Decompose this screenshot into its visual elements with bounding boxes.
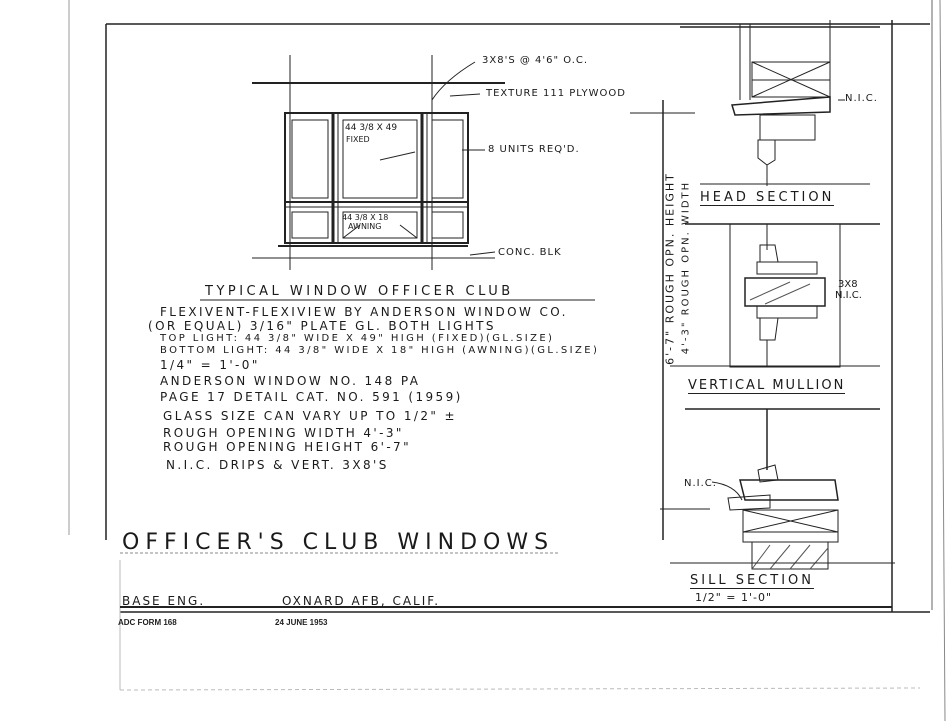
vertical-mullion-title: VERTICAL MULLION bbox=[688, 378, 846, 394]
office-label: BASE ENG. bbox=[122, 594, 206, 608]
notes-block: FLEXIVENT-FLEXIVIEW BY ANDERSON WINDOW C… bbox=[148, 305, 599, 476]
note-line: ROUGH OPENING WIDTH 4'-3" bbox=[163, 426, 404, 440]
note-line: 1/4" = 1'-0" bbox=[160, 358, 260, 372]
siding-callout: TEXTURE 111 PLYWOOD bbox=[486, 88, 626, 99]
note-line: N.I.C. DRIPS & VERT. 3X8'S bbox=[166, 458, 389, 472]
note-line: ROUGH OPENING HEIGHT 6'-7" bbox=[163, 440, 412, 454]
form-number: ADC FORM 168 bbox=[118, 618, 177, 627]
bottom-light-size: 44 3/8 X 18 bbox=[342, 213, 389, 222]
sheet-title: OFFICER'S CLUB WINDOWS bbox=[122, 530, 555, 555]
units-callout: 8 UNITS REQ'D. bbox=[488, 144, 580, 155]
head-nic-callout: N.I.C. bbox=[845, 93, 878, 104]
note-line: GLASS SIZE CAN VARY UP TO 1/2" ± bbox=[163, 409, 457, 423]
framing-callout: 3X8'S @ 4'6" O.C. bbox=[482, 55, 589, 66]
sheet-date: 24 JUNE 1953 bbox=[275, 618, 328, 627]
sill-scale: 1/2" = 1'-0" bbox=[695, 591, 773, 604]
location-label: OXNARD AFB, CALIF. bbox=[282, 594, 441, 608]
head-section-title: HEAD SECTION bbox=[700, 190, 835, 206]
bottom-light-type: AWNING bbox=[348, 222, 382, 231]
base-callout: CONC. BLK bbox=[498, 247, 562, 258]
top-light-type: FIXED bbox=[346, 135, 370, 144]
note-line: PAGE 17 DETAIL CAT. NO. 591 (1959) bbox=[160, 390, 463, 404]
mullion-size-callout: 3X8 bbox=[838, 279, 858, 290]
note-line: ANDERSON WINDOW NO. 148 PA bbox=[160, 374, 421, 388]
note-line: (OR EQUAL) 3/16" PLATE GL. BOTH LIGHTS bbox=[148, 319, 496, 333]
rough-height-dimension: 6'-7" ROUGH OPN. HEIGHT bbox=[663, 172, 677, 365]
sill-section-title: SILL SECTION bbox=[690, 573, 814, 589]
note-line: BOTTOM LIGHT: 44 3/8" WIDE X 18" HIGH (A… bbox=[160, 345, 600, 356]
top-light-size: 44 3/8 X 49 bbox=[345, 123, 398, 133]
note-line: FLEXIVENT-FLEXIVIEW BY ANDERSON WINDOW C… bbox=[160, 305, 568, 319]
elevation-caption: TYPICAL WINDOW OFFICER CLUB bbox=[205, 284, 514, 299]
note-line: TOP LIGHT: 44 3/8" WIDE X 49" HIGH (FIXE… bbox=[160, 333, 555, 344]
rough-width-dimension: 4'-3" ROUGH OPN. WIDTH bbox=[680, 180, 692, 355]
mullion-nic-callout: N.I.C. bbox=[835, 290, 862, 301]
sill-nic-callout: N.I.C. bbox=[684, 478, 717, 489]
